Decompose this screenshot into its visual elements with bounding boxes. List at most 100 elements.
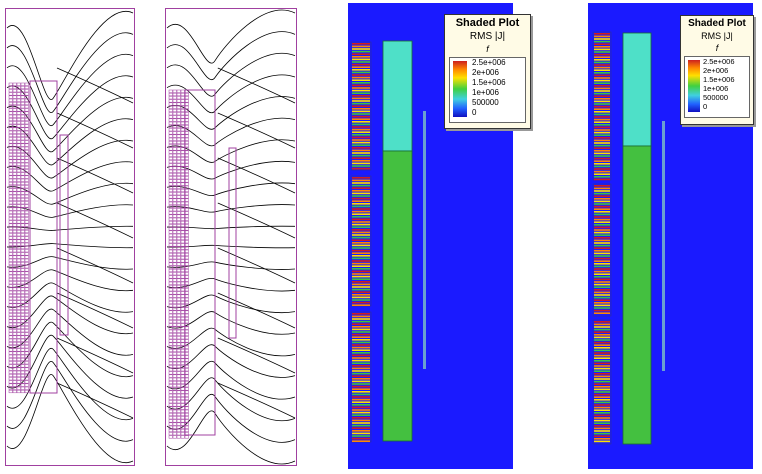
winding-cell [176, 371, 181, 375]
winding-cell [176, 323, 181, 327]
winding-stripe [594, 116, 610, 118]
winding-cell [168, 217, 173, 221]
winding-cell [176, 368, 181, 372]
winding-cell [172, 160, 177, 164]
winding-cell [8, 153, 13, 157]
winding-cell [8, 121, 13, 125]
winding-cell [12, 117, 17, 122]
winding-cell [12, 127, 17, 131]
winding-cell [20, 194, 25, 198]
winding-cell [12, 181, 17, 186]
winding-cell [168, 329, 173, 333]
winding-cell [8, 335, 13, 339]
winding-cell [16, 140, 21, 144]
winding-stripe [594, 373, 610, 375]
winding-stripe [594, 386, 610, 388]
legend-body: 2.5e+006 2e+006 1.5e+006 1e+006 500000 0 [684, 56, 750, 118]
winding-cell [20, 268, 25, 272]
winding-cell [176, 236, 181, 241]
winding-cell [16, 287, 21, 291]
winding-stripe [594, 33, 610, 35]
winding-cell [24, 82, 29, 86]
winding-cell [172, 406, 177, 410]
winding-cell [20, 377, 25, 381]
winding-cell [168, 246, 173, 250]
winding-cell [16, 361, 21, 365]
winding-cell [8, 124, 13, 128]
winding-stripe [352, 255, 370, 257]
winding-stripe [594, 134, 610, 136]
winding-stripe [352, 205, 370, 208]
winding-cell [16, 127, 21, 131]
winding-stripe [594, 95, 610, 97]
winding-cell [16, 124, 21, 128]
winding-stripe [594, 40, 610, 43]
winding-cell [176, 265, 181, 269]
winding-stripe [352, 203, 370, 205]
winding-cell [8, 313, 13, 317]
winding-stripe [594, 302, 610, 304]
winding-cell [168, 345, 173, 349]
winding-stripe [594, 321, 610, 323]
winding-cell [20, 229, 25, 234]
winding-cell [176, 272, 181, 276]
winding-cell [8, 239, 13, 243]
winding-cell [168, 400, 173, 404]
winding-cell [172, 432, 177, 436]
winding-cell [20, 242, 25, 246]
winding-cell [8, 117, 13, 122]
winding-cell [8, 245, 13, 250]
winding-cell [8, 290, 13, 294]
winding-cell [16, 105, 21, 109]
winding-cell [8, 258, 13, 262]
winding-cell [16, 319, 21, 323]
winding-stripe [594, 276, 610, 278]
winding-cell [8, 329, 13, 333]
winding-cell [16, 220, 21, 224]
winding-cell [16, 252, 21, 256]
winding-stripe [594, 85, 610, 87]
winding-stripe [352, 134, 370, 136]
winding-stripe [352, 414, 370, 416]
winding-stripe [594, 283, 610, 286]
flux-line [56, 382, 134, 419]
winding-stripe [594, 265, 610, 268]
winding-stripe [594, 357, 610, 359]
winding-cell [20, 367, 25, 371]
winding-cell [16, 207, 21, 211]
winding-stripe [594, 278, 610, 281]
winding-stripe [352, 260, 370, 262]
winding-cell [24, 351, 29, 355]
winding-stripe [594, 226, 610, 229]
winding-cell [176, 304, 181, 308]
winding-cell [8, 316, 13, 320]
winding-cell [16, 201, 21, 205]
winding-stripe [594, 414, 610, 417]
winding-cell [176, 249, 181, 253]
winding-cell [168, 188, 173, 193]
winding-stripe [352, 391, 370, 393]
winding-cell [8, 236, 13, 240]
winding-cell [16, 178, 21, 182]
winding-cell [172, 198, 177, 202]
winding-stripe [594, 323, 610, 326]
winding-stripe [352, 359, 370, 362]
winding-stripe [594, 152, 610, 155]
winding-cell [168, 272, 173, 276]
winding-cell [172, 169, 177, 173]
winding-cell [8, 114, 13, 118]
winding-cell [16, 159, 21, 163]
winding-cell [168, 208, 173, 212]
winding-cell [16, 386, 21, 390]
winding-stripe [352, 432, 370, 435]
winding-cell [12, 265, 17, 269]
winding-cell [16, 130, 21, 134]
winding-stripe [594, 419, 610, 422]
winding-stripe [352, 336, 370, 338]
winding-stripe [352, 367, 370, 370]
winding-cell [8, 175, 13, 179]
winding-cell [16, 332, 21, 336]
winding-cell [176, 160, 181, 164]
flux-line [166, 9, 296, 64]
winding-stripe [352, 234, 370, 236]
